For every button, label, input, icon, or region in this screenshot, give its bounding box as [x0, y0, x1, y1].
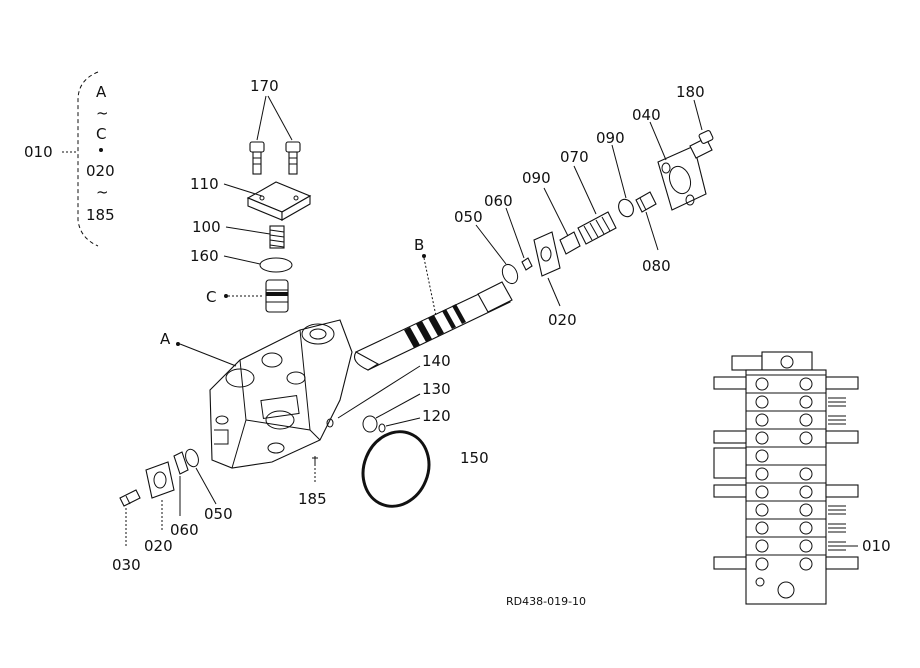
callout-160: 160	[190, 247, 219, 265]
stack-section	[713, 428, 859, 445]
callout-140: 140	[422, 352, 451, 370]
callout-020-top: 020	[548, 311, 577, 329]
pin-140	[326, 418, 334, 428]
spring-100	[269, 225, 285, 249]
o-ring-160	[259, 257, 293, 273]
stack-section	[713, 374, 859, 391]
lower-end-parts: 050 060 020 030	[112, 448, 233, 574]
seal-parts: 140 130 120 150 185	[298, 352, 489, 508]
callout-c: C	[206, 288, 216, 306]
seat-090-left	[559, 231, 581, 255]
callout-080: 080	[642, 257, 671, 275]
stack-section	[746, 536, 846, 553]
callout-b: B	[414, 236, 424, 254]
callout-120: 120	[422, 407, 451, 425]
pin-185	[312, 456, 318, 466]
callout-090-left: 090	[522, 169, 551, 187]
stack-section	[746, 446, 826, 463]
relief-valve-assembly: 170 110 100 160 C	[190, 77, 312, 313]
callout-050-top: 050	[454, 208, 483, 226]
stack-section	[746, 464, 826, 481]
callout-030: 030	[112, 556, 141, 574]
spool-end-parts: 050 060 020 090 070 090 080	[454, 83, 714, 329]
stack-section	[746, 410, 846, 427]
stack-section	[746, 518, 846, 535]
o-ring-050-top	[501, 263, 519, 285]
callout-100: 100	[192, 218, 221, 236]
bracket-label-010: 010	[24, 143, 53, 161]
seat-090-right	[618, 198, 634, 218]
bracket-dot	[99, 148, 103, 152]
callout-070: 070	[560, 148, 589, 166]
callout-185: 185	[298, 490, 327, 508]
range-bracket: 010 A ~ C 020 ~ 185	[24, 71, 115, 247]
washer-060-top	[521, 257, 533, 271]
stack-section	[746, 392, 846, 409]
stack-section	[713, 554, 859, 571]
callout-010: 010	[862, 537, 891, 555]
callout-060-bottom: 060	[170, 521, 199, 539]
bracket-range-to: 185	[86, 206, 115, 224]
callout-090-right: 090	[596, 129, 625, 147]
callout-110: 110	[190, 175, 219, 193]
stack-section	[746, 500, 846, 517]
bracket-tilde-1: ~	[96, 104, 109, 122]
o-ring-130	[362, 415, 378, 433]
cover-plate-110	[246, 181, 312, 221]
o-ring-050-bottom	[185, 448, 199, 468]
callout-170: 170	[250, 77, 279, 95]
washer-060-bottom	[173, 451, 189, 475]
bracket-range-from: 020	[86, 162, 115, 180]
callout-180: 180	[676, 83, 705, 101]
valve-stack-front-view	[713, 351, 859, 605]
bolt-030	[119, 489, 141, 507]
spool-b	[353, 281, 513, 371]
screw-170-left	[249, 141, 265, 175]
bracket-range-mid: C	[96, 125, 106, 143]
plate-020-top	[533, 231, 561, 277]
cap-040	[657, 145, 707, 211]
bracket-tilde-2: ~	[96, 183, 109, 201]
callout-050-bottom: 050	[204, 505, 233, 523]
callout-060-top: 060	[484, 192, 513, 210]
stack-side-block	[713, 447, 747, 479]
valve-body-a	[209, 319, 353, 469]
callout-040: 040	[632, 106, 661, 124]
callout-130: 130	[422, 380, 451, 398]
bolt-180	[689, 130, 714, 159]
spring-070	[577, 211, 617, 245]
large-o-ring-150	[361, 430, 431, 508]
callout-150: 150	[460, 449, 489, 467]
plug-c	[265, 279, 289, 313]
plate-020-bottom	[145, 461, 175, 499]
reference-code: RD438-019-10	[506, 595, 586, 608]
o-ring-120	[378, 423, 386, 433]
callout-a: A	[160, 330, 171, 348]
bracket-range-top: A	[96, 83, 107, 101]
bolt-080	[635, 191, 657, 213]
screw-170-right	[285, 141, 301, 175]
callout-020-bottom: 020	[144, 537, 173, 555]
stack-section	[713, 482, 859, 499]
